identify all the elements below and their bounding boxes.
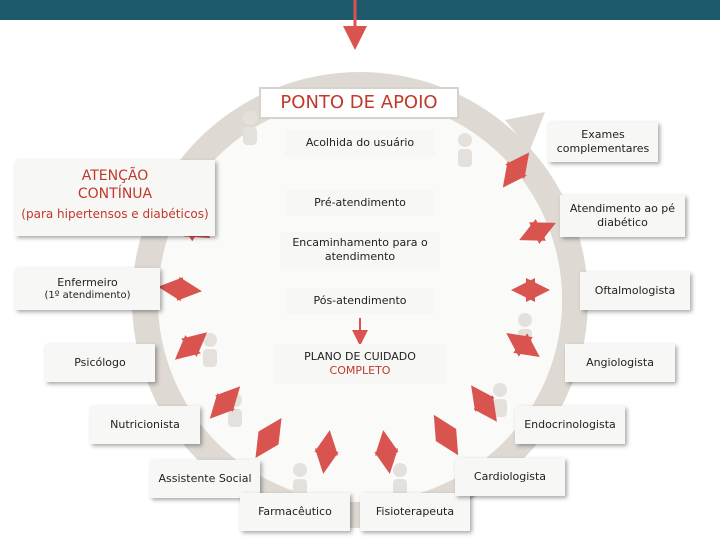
arrow-farma <box>314 430 339 474</box>
pos-atendimento-box: Pós-atendimento <box>285 288 435 314</box>
atencao-continua-box: ATENÇÃO CONTÍNUA (para hipertensos e dia… <box>15 160 215 236</box>
pos-atendimento-label: Pós-atendimento <box>313 294 407 308</box>
fisioterapeuta-box: Fisioterapeuta <box>360 493 470 531</box>
enfermeiro-label: Enfermeiro <box>57 275 118 289</box>
title-text: PONTO DE APOIO <box>280 91 438 113</box>
farmaceutico-label: Farmacêutico <box>258 505 332 519</box>
arrow-angio <box>506 333 540 357</box>
angiologista-box: Angiologista <box>565 344 675 382</box>
arrow-cardio <box>433 414 459 456</box>
acolhida-label: Acolhida do usuário <box>305 136 415 150</box>
oftalmologista-label: Oftalmologista <box>594 284 676 298</box>
oftalmologista-box: Oftalmologista <box>580 272 690 310</box>
arrow-exames <box>502 152 530 188</box>
atendimento-pe-label: Atendimento ao pé diabético <box>569 202 676 229</box>
acolhida-box: Acolhida do usuário <box>285 130 435 156</box>
cardiologista-box: Cardiologista <box>455 458 565 496</box>
enfermeiro-sub: (1º atendimento) <box>44 289 131 301</box>
atencao-sub: (para hipertensos e diabéticos) <box>21 207 209 221</box>
assistente-social-label: Assistente Social <box>158 472 252 486</box>
cardiologista-label: Cardiologista <box>473 470 547 484</box>
nutricionista-label: Nutricionista <box>110 418 180 432</box>
pre-atendimento-label: Pré-atendimento <box>314 196 406 210</box>
plano-de-cuidado-box: PLANO DE CUIDADO COMPLETO <box>275 344 445 384</box>
arrow-fisio <box>374 430 399 474</box>
ring-arrowhead <box>505 112 545 150</box>
endocrinologista-label: Endocrinologista <box>524 418 616 432</box>
enfermeiro-box: Enfermeiro (1º atendimento) <box>15 268 160 310</box>
top-bar <box>0 0 720 20</box>
psicologo-box: Psicólogo <box>45 344 155 382</box>
assistente-social-box: Assistente Social <box>150 460 260 498</box>
arrow-enfermeiro <box>158 276 202 302</box>
atencao-line2: CONTÍNUA <box>77 185 153 202</box>
plano-line2: COMPLETO <box>329 364 391 377</box>
encaminhamento-box: Encaminhamento para o atendimento <box>280 232 440 268</box>
endocrinologista-box: Endocrinologista <box>515 406 625 444</box>
exames-label: Exames complementares <box>556 128 650 155</box>
nutricionista-box: Nutricionista <box>90 406 200 444</box>
angiologista-label: Angiologista <box>586 356 654 370</box>
atencao-line1: ATENÇÃO <box>81 168 149 184</box>
arrow-pe <box>519 219 556 244</box>
atendimento-pe-box: Atendimento ao pé diabético <box>560 195 685 237</box>
title-ponto-de-apoio: PONTO DE APOIO <box>259 87 459 119</box>
arrow-nutri <box>209 386 241 419</box>
psicologo-label: Psicólogo <box>74 356 126 370</box>
arrow-psico <box>174 332 208 360</box>
arrow-endo <box>471 385 497 422</box>
plano-line1: PLANO DE CUIDADO <box>304 350 416 364</box>
fisioterapeuta-label: Fisioterapeuta <box>375 505 455 519</box>
arrow-assistente <box>255 417 282 459</box>
encaminhamento-label: Encaminhamento para o atendimento <box>292 236 428 263</box>
farmaceutico-box: Farmacêutico <box>240 493 350 531</box>
pre-atendimento-box: Pré-atendimento <box>285 190 435 216</box>
exames-box: Exames complementares <box>548 122 658 162</box>
